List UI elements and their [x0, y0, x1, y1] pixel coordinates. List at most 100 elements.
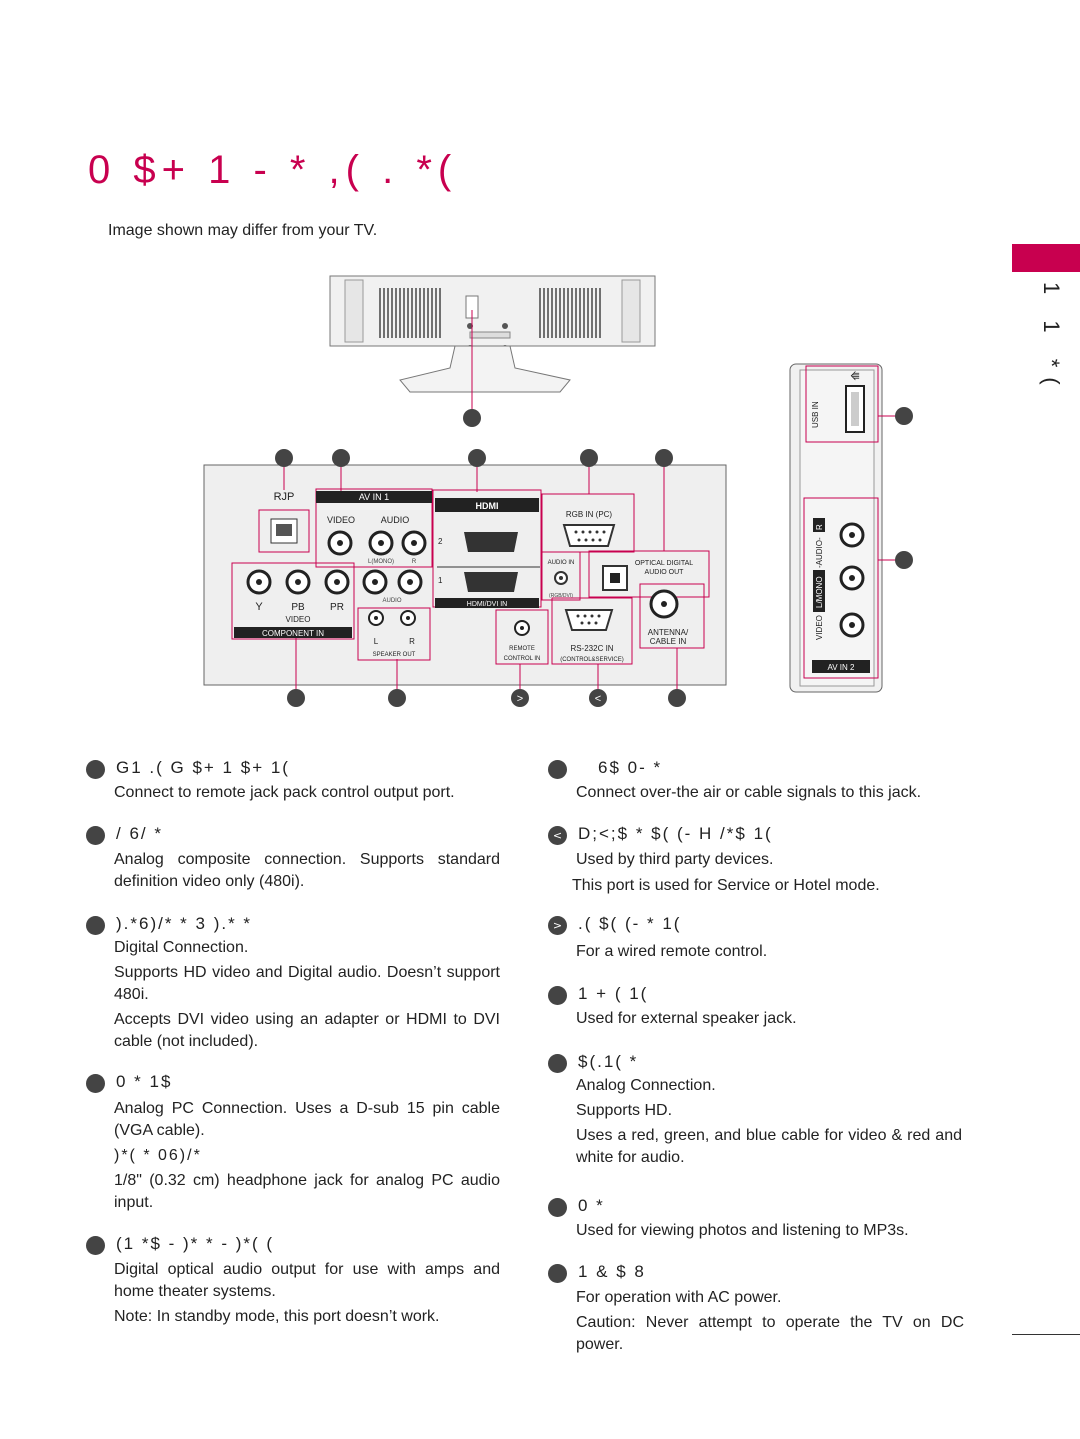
item-text: Analog Connection.: [576, 1077, 716, 1094]
callout-bullet: <: [548, 826, 567, 845]
callout-glyph: >: [517, 693, 523, 705]
image-note: Image shown may differ from your TV.: [108, 222, 378, 239]
svg-text:COMPONENT IN: COMPONENT IN: [262, 629, 324, 638]
svg-text:R: R: [412, 559, 417, 565]
rgb-in-pc-port: RGB IN (PC): [541, 493, 635, 553]
item-subheading: )*( * 06)/*: [114, 1147, 202, 1164]
item-text: Accepts DVI video using an adapter or HD…: [114, 1011, 500, 1050]
callout-bullet: [548, 760, 567, 779]
svg-text:PB: PB: [291, 602, 305, 613]
svg-text:ANTENNA/: ANTENNA/: [648, 628, 689, 637]
callout-bullet: [86, 1074, 105, 1093]
callout-bullet: [86, 760, 105, 779]
item-text: For operation with AC power.: [576, 1289, 782, 1306]
item-text: Analog composite connection. Supports st…: [114, 851, 500, 890]
item-text: Connect to remote jack pack control outp…: [114, 784, 455, 801]
rjp-port: RJP: [258, 491, 310, 553]
item-heading: 0 * 1$: [116, 1072, 173, 1091]
item-text: Digital optical audio output for use wit…: [114, 1261, 500, 1300]
svg-text:Y: Y: [255, 601, 263, 613]
svg-text:R: R: [409, 637, 415, 646]
item-heading: ).*6)/* * 3 ).* *: [116, 914, 253, 933]
svg-text:(CONTROL&SERVICE): (CONTROL&SERVICE): [560, 657, 624, 663]
item-heading: 1 & $ 8: [578, 1262, 646, 1281]
rs232c-port: RS-232C IN (CONTROL&SERVICE): [551, 597, 633, 665]
item-text: Analog PC Connection. Uses a D-sub 15 pi…: [114, 1100, 500, 1139]
side-panel: USB IN ⭅ VIDEO L/MONO -AUDIO- R AV IN 2: [789, 363, 913, 693]
item-text: Used by third party devices.: [576, 851, 774, 868]
callout-marker: [463, 409, 481, 427]
item-text: This port is used for Service or Hotel m…: [572, 877, 880, 894]
section-tab: [1012, 244, 1080, 272]
callout-glyph: <: [595, 693, 601, 705]
svg-text:AV IN 2: AV IN 2: [828, 663, 856, 672]
section-label: 1 1 *(: [1039, 282, 1064, 395]
svg-text:USB IN: USB IN: [811, 401, 820, 428]
item-text: Supports HD video and Digital audio. Doe…: [114, 964, 500, 1003]
optical-audio-out-port: OPTICAL DIGITAL AUDIO OUT: [588, 550, 710, 598]
svg-text:AV IN 1: AV IN 1: [359, 492, 389, 502]
svg-text:L: L: [374, 637, 379, 646]
svg-text:2: 2: [438, 537, 443, 546]
svg-text:AUDIO OUT: AUDIO OUT: [645, 569, 685, 576]
item-heading: .( $( (- * 1(: [578, 914, 682, 933]
component-in-group: Y PB PR VIDEO COMPONENT IN AUDIO: [231, 562, 423, 640]
item-text: Uses a red, green, and blue cable for vi…: [576, 1127, 962, 1166]
page-rule: [1012, 1334, 1080, 1335]
svg-text:RS-232C IN: RS-232C IN: [570, 644, 613, 653]
svg-text:AUDIO: AUDIO: [382, 598, 401, 604]
svg-text:L/MONO: L/MONO: [815, 576, 824, 608]
hdmi-ports: HDMI 2 1 HDMI/DVI IN: [432, 489, 542, 608]
remote-control-in-port: REMOTE CONTROL IN: [495, 609, 549, 665]
svg-text:AUDIO: AUDIO: [381, 515, 410, 525]
connection-panel-illustration: > < RJP AV IN 1 VIDEO AUDIO L(MONO) R HD…: [203, 275, 913, 707]
usb-icon: ⭅: [851, 371, 860, 383]
item-text: Caution: Never attempt to operate the TV…: [576, 1314, 964, 1353]
item-text: Used for viewing photos and listening to…: [576, 1222, 909, 1239]
callout-bullet: [86, 916, 105, 935]
svg-text:VIDEO: VIDEO: [327, 515, 355, 525]
audio-in-port: AUDIO IN (RGB/DVI): [541, 551, 581, 601]
callout-bullet: >: [548, 916, 567, 935]
callout-bullet: [548, 1198, 567, 1217]
svg-text:1: 1: [438, 576, 443, 585]
svg-text:HDMI/DVI IN: HDMI/DVI IN: [467, 601, 507, 608]
svg-text:RJP: RJP: [274, 491, 295, 503]
svg-text:PR: PR: [330, 602, 344, 613]
svg-text:AUDIO IN: AUDIO IN: [548, 560, 575, 566]
svg-text:R: R: [815, 524, 824, 530]
item-heading: $(.1( *: [578, 1052, 639, 1071]
item-text: Connect over-the air or cable signals to…: [576, 784, 922, 801]
svg-text:REMOTE: REMOTE: [509, 646, 535, 652]
item-heading: D;<;$ * $( (- H /*$ 1(: [578, 824, 773, 843]
item-text: For a wired remote control.: [576, 943, 768, 960]
callout-bullet: [548, 1054, 567, 1073]
item-heading: (1 *$ - )* * - )*( (: [116, 1234, 275, 1253]
svg-text:OPTICAL DIGITAL: OPTICAL DIGITAL: [635, 560, 693, 567]
item-text: Supports HD.: [576, 1102, 673, 1119]
av-in-1-group: AV IN 1 VIDEO AUDIO L(MONO) R: [315, 488, 433, 568]
callout-bullet: [86, 1236, 105, 1255]
tv-back-icon: [329, 275, 656, 393]
callout-bullet: [548, 986, 567, 1005]
svg-text:CABLE IN: CABLE IN: [650, 637, 687, 646]
item-text: 1/8" (0.32 cm) headphone jack for analog…: [114, 1172, 500, 1211]
svg-text:-AUDIO-: -AUDIO-: [815, 537, 824, 568]
item-heading: G1 .( G $+ 1 $+ 1(: [116, 758, 290, 777]
svg-text:RGB IN (PC): RGB IN (PC): [566, 510, 613, 519]
top-callouts: [275, 449, 673, 551]
item-text: Used for external speaker jack.: [576, 1010, 797, 1027]
item-text: Note: In standby mode, this port doesn’t…: [114, 1308, 440, 1325]
item-heading: 6$ 0- *: [598, 758, 663, 777]
svg-text:HDMI: HDMI: [476, 501, 499, 511]
svg-text:SPEAKER OUT: SPEAKER OUT: [373, 652, 416, 658]
svg-text:CONTROL IN: CONTROL IN: [504, 656, 541, 662]
speaker-out-port: L R SPEAKER OUT: [357, 607, 431, 661]
item-heading: / 6/ *: [116, 824, 163, 843]
item-heading: 0 *: [578, 1196, 605, 1215]
svg-text:VIDEO: VIDEO: [286, 615, 311, 624]
page-title: 0 $+ 1 - * ,( . *(: [88, 148, 458, 192]
svg-text:(RGB/DVI): (RGB/DVI): [549, 593, 573, 599]
callout-bullet: [548, 1264, 567, 1283]
antenna-cable-in-port: ANTENNA/ CABLE IN: [639, 583, 705, 649]
